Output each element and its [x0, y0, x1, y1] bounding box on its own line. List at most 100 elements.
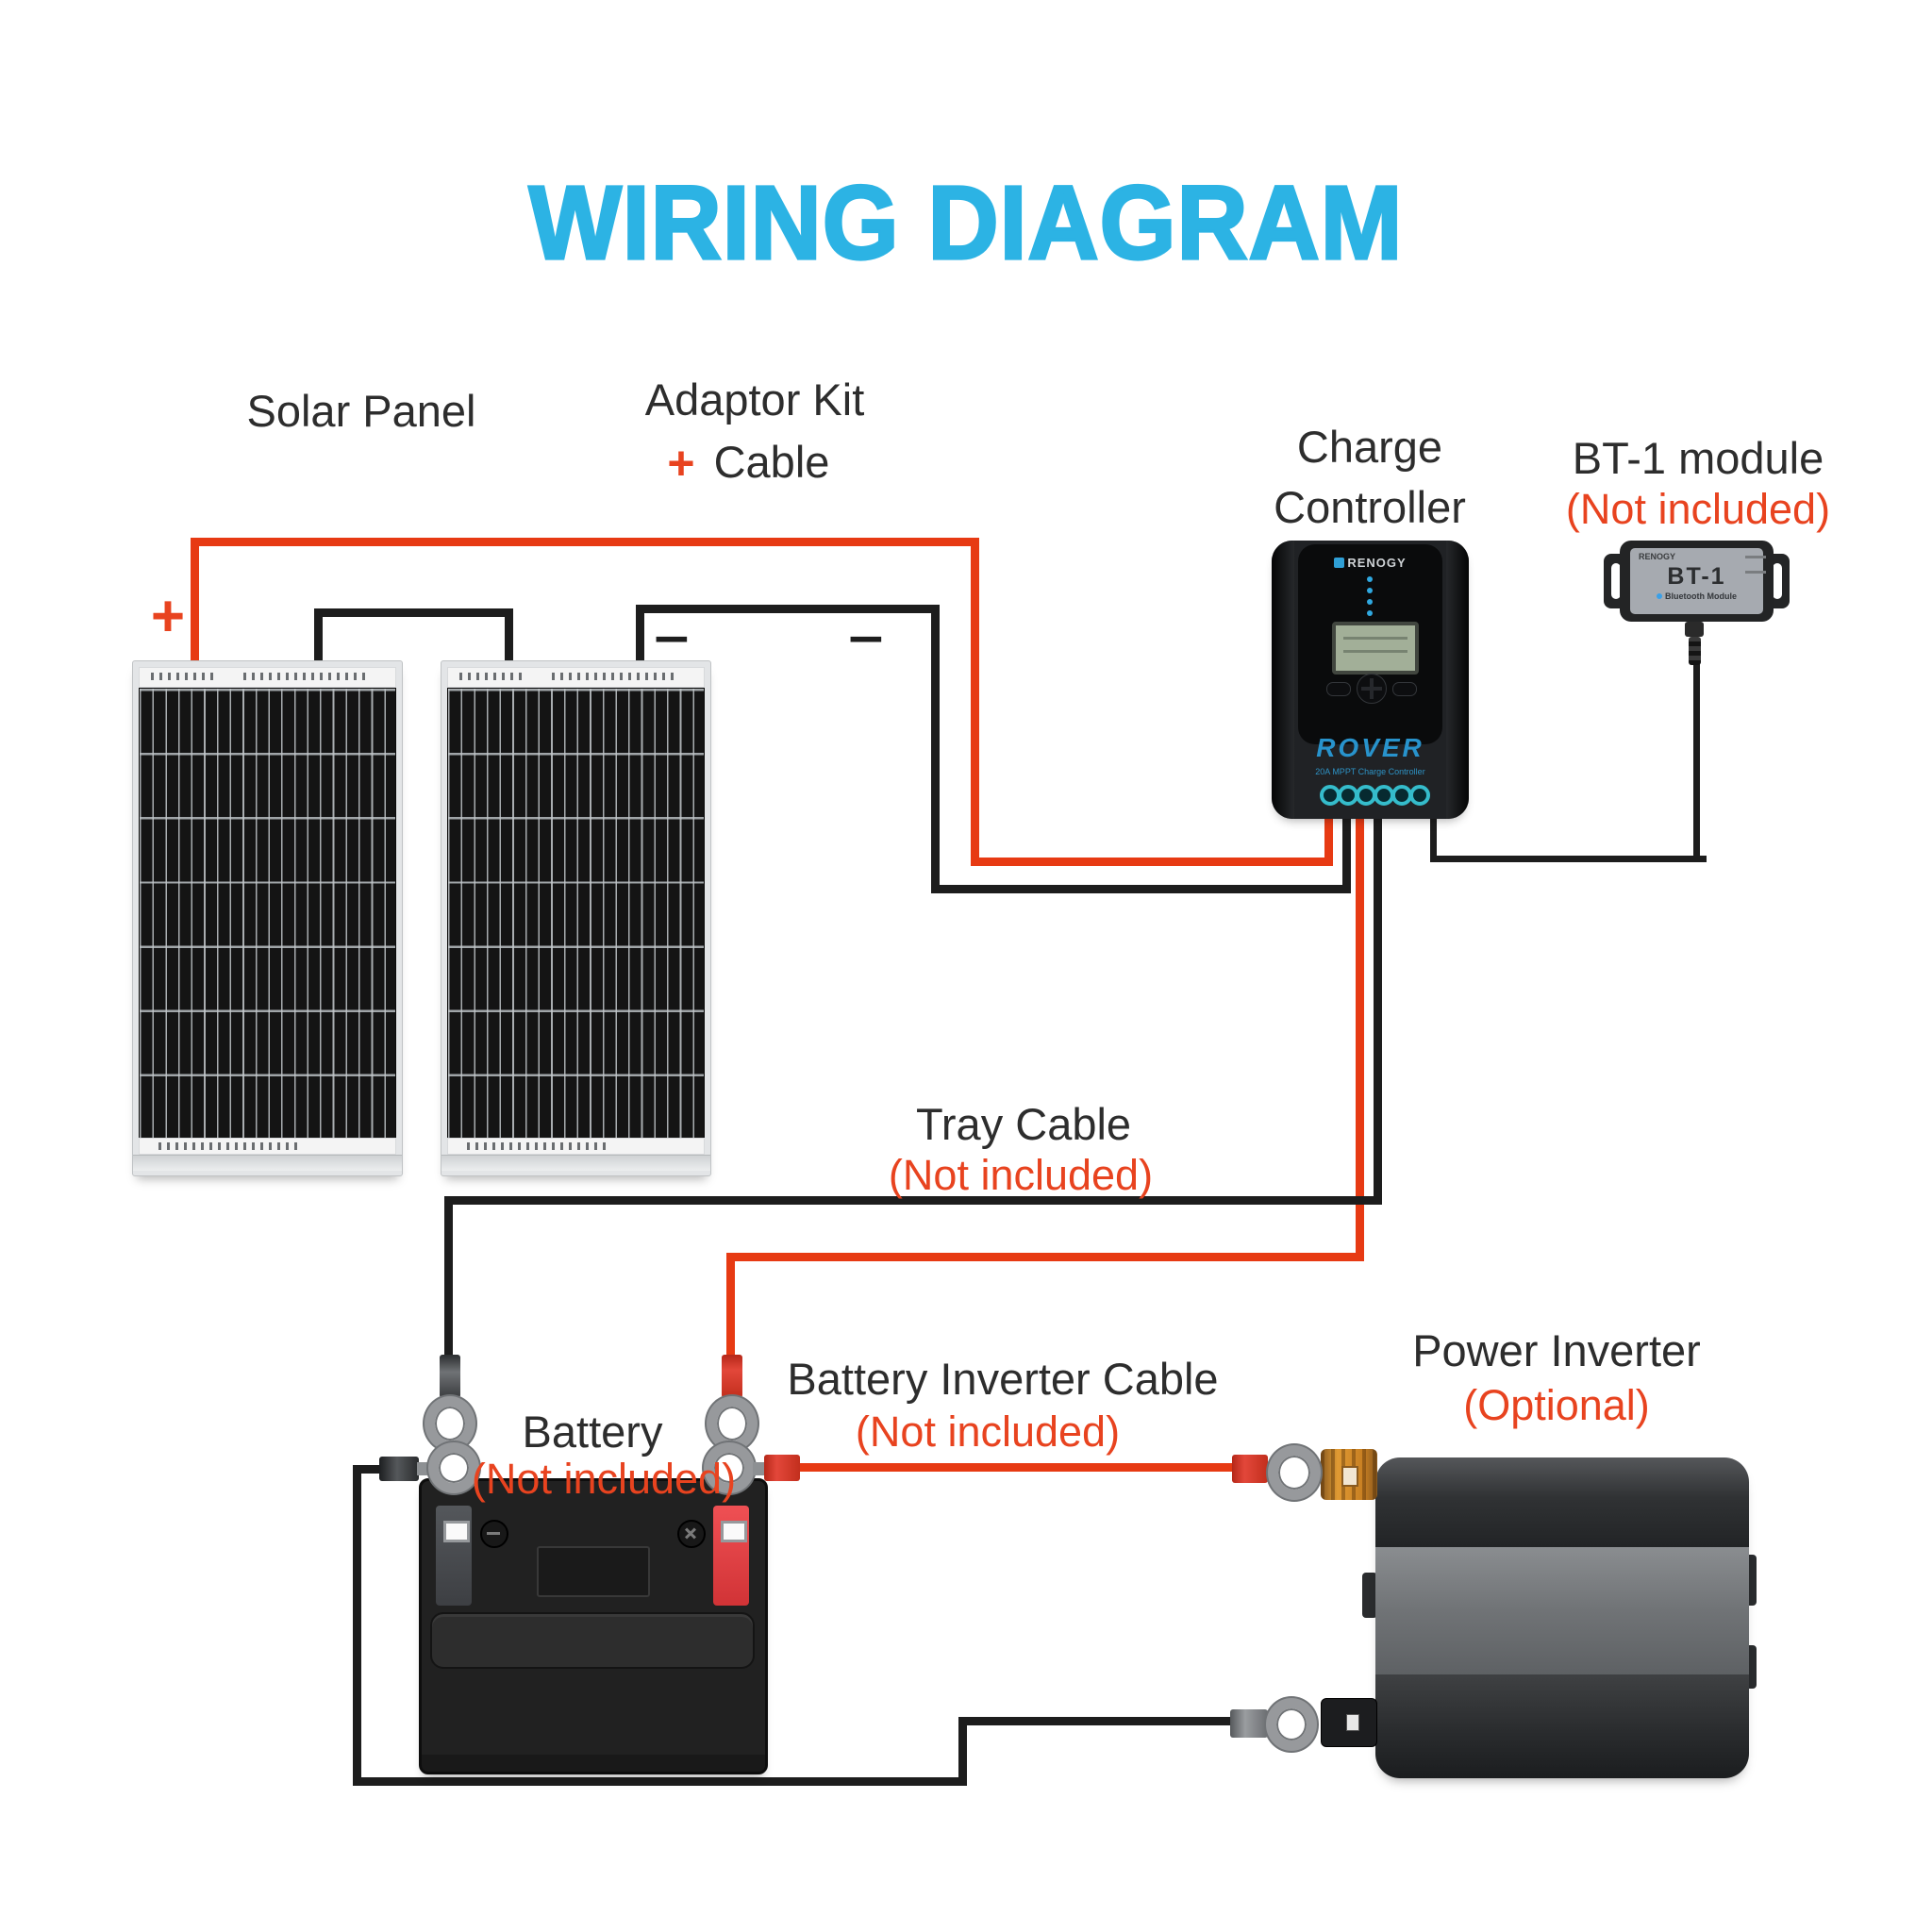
panel-bottom-label-strip: [447, 1138, 705, 1155]
wire-pv-negative: [636, 605, 940, 613]
minus-sign: −: [654, 612, 690, 667]
renogy-logo-text: RENOGY: [1347, 556, 1407, 570]
panel-label-marks: [552, 673, 675, 680]
wire-inverter-negative: [353, 1777, 967, 1786]
label-charge-controller-line2: Controller: [1274, 482, 1466, 532]
label-adaptor-kit-line1: Adaptor Kit: [644, 375, 865, 425]
panel-label-marks: [467, 1142, 608, 1150]
wire-pv-positive: [971, 538, 979, 866]
solar-panel-2: [441, 660, 711, 1176]
plus-sign: +: [150, 584, 186, 649]
wire-bt1-cable: [1430, 856, 1707, 862]
crimp-positive: [764, 1455, 800, 1481]
controller-side-bevel: [1272, 541, 1294, 819]
bluetooth-icon: [1657, 593, 1662, 599]
dpad-cross: [1361, 687, 1382, 691]
ring-terminal-tab: [753, 1462, 764, 1475]
panel-label-marks: [151, 673, 217, 680]
inverter-bottom-band: [1375, 1674, 1749, 1778]
bt1-led-label: [1745, 571, 1766, 574]
inverter-positive-terminal: [1321, 1449, 1377, 1500]
battery-base: [422, 1755, 765, 1772]
note-battery-inverter-cable-not-included: (Not included): [855, 1407, 1121, 1456]
bt1-ear-hole: [1611, 563, 1621, 599]
wire-pv-positive: [191, 538, 199, 664]
wire-pv-negative: [931, 605, 940, 893]
lcd-line: [1343, 637, 1407, 640]
panel-top-label-strip: [139, 667, 396, 688]
wire-battery-positive-tray: [726, 1253, 1364, 1261]
panel-frame-lip: [133, 1155, 402, 1171]
bt1-cable-connector: [1685, 622, 1704, 637]
bt1-model-text: BT-1: [1667, 563, 1726, 590]
label-bt1-module: BT-1 module: [1572, 433, 1824, 483]
bt1-cable-strain-relief: [1689, 637, 1701, 665]
ring-terminal-positive: [1268, 1445, 1321, 1500]
terminal-slot: [1346, 1714, 1359, 1731]
wire-panel-series-jumper: [314, 608, 323, 664]
label-charge-controller-line1: Charge: [1296, 422, 1443, 472]
charge-controller-device: RENOGY ROVER 20A MPPT Charge Controller: [1272, 541, 1469, 819]
label-power-inverter: Power Inverter: [1412, 1325, 1701, 1375]
status-led: [1367, 599, 1373, 605]
wire-pv-negative: [1342, 800, 1351, 893]
note-bt1-not-included: (Not included): [1565, 485, 1831, 533]
label-solar-panel: Solar Panel: [246, 386, 476, 436]
crimp-positive: [1232, 1455, 1268, 1483]
wire-panel-series-jumper: [505, 608, 513, 664]
bt1-face-plate: [1630, 548, 1763, 614]
terminal-load-negative: [1409, 785, 1430, 806]
label-battery-inverter-cable: Battery Inverter Cable: [787, 1354, 1219, 1404]
right-button: [1392, 682, 1417, 696]
panel-label-marks: [243, 673, 366, 680]
controller-side-bevel: [1446, 541, 1469, 819]
note-battery-not-included: (Not included): [471, 1455, 737, 1503]
bt1-led-label: [1745, 556, 1766, 558]
lcd-line: [1343, 650, 1407, 653]
inverter-side-tab: [1362, 1573, 1377, 1618]
solar-panel-1: [132, 660, 403, 1176]
ring-terminal-negative: [428, 1442, 479, 1493]
wire-bt1-cable: [1693, 660, 1700, 862]
crimp-negative: [379, 1457, 419, 1481]
battery-terminal-slot: [443, 1521, 470, 1542]
bt1-subtitle: Bluetooth Module: [1620, 591, 1774, 601]
wire-pv-positive: [971, 858, 1333, 866]
note-power-inverter-optional: (Optional): [1463, 1381, 1650, 1429]
panel-top-label-strip: [447, 667, 705, 688]
label-tray-cable: Tray Cable: [915, 1099, 1132, 1149]
rover-model-text: ROVER: [1316, 733, 1424, 762]
renogy-logo-icon: [1334, 558, 1345, 568]
bt1-ear-hole: [1773, 563, 1782, 599]
wire-battery-positive-tray: [726, 1253, 735, 1358]
ring-terminal-positive: [704, 1442, 755, 1493]
screw-icon: [480, 1520, 508, 1548]
panel-label-marks: [459, 673, 525, 680]
rover-subtitle-text: 20A MPPT Charge Controller: [1315, 767, 1425, 776]
wire-bt1-cable: [1430, 804, 1437, 862]
bt1-subtitle-text: Bluetooth Module: [1665, 591, 1737, 601]
crimp-negative: [440, 1355, 460, 1398]
battery-recess: [537, 1546, 650, 1597]
wire-inverter-negative: [353, 1465, 394, 1474]
wire-pv-negative: [636, 605, 644, 664]
inverter-top-band: [1375, 1457, 1749, 1547]
panel-label-marks: [158, 1142, 300, 1150]
status-led: [1367, 610, 1373, 616]
ring-terminal-negative: [1266, 1698, 1317, 1751]
wire-inverter-negative: [958, 1717, 1241, 1725]
note-tray-cable-not-included: (Not included): [888, 1151, 1154, 1199]
plus-sign: +: [667, 437, 695, 490]
bt1-module-device: RENOGY BT-1 Bluetooth Module: [1620, 541, 1774, 622]
label-battery: Battery: [522, 1407, 663, 1457]
navigation-pad: [1357, 674, 1387, 704]
wire-panel-series-jumper: [314, 608, 513, 617]
wire-inverter-negative: [958, 1717, 967, 1786]
wire-pv-positive: [1324, 800, 1333, 866]
battery-device: [419, 1478, 768, 1774]
wire-inverter-negative: [353, 1465, 361, 1786]
wire-battery-negative-tray: [444, 1196, 453, 1360]
panel-cells: [139, 688, 396, 1140]
status-led: [1367, 588, 1373, 593]
